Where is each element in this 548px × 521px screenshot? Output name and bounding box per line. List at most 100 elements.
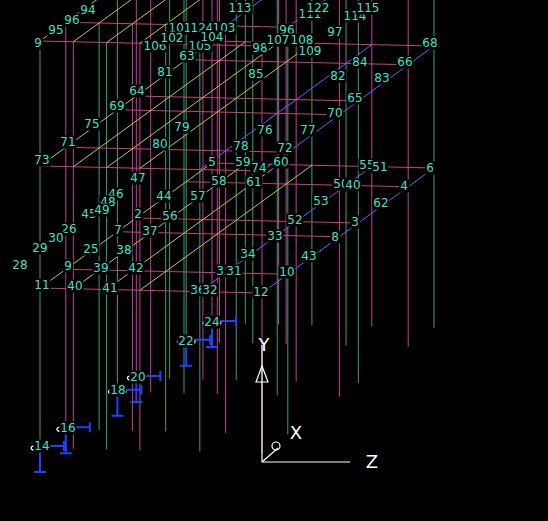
node-number: 62	[372, 197, 389, 210]
node-number: 14	[33, 440, 50, 453]
node-number: 11	[33, 279, 50, 292]
support-symbol	[203, 316, 236, 347]
node-number: 122	[306, 1, 331, 14]
node-number: 76	[256, 124, 273, 137]
column-line	[150, 0, 151, 393]
node-number: 31	[225, 265, 242, 278]
column-line	[408, 0, 409, 347]
columns	[40, 0, 434, 453]
beam-line	[140, 165, 312, 290]
node-number: 28	[11, 259, 28, 272]
node-number: 53	[312, 195, 329, 208]
node-number: 37	[141, 225, 158, 238]
column-line	[73, 42, 74, 449]
node-number: 104	[200, 31, 225, 44]
node-number: 79	[173, 121, 190, 134]
node-number: 81	[156, 66, 173, 79]
node-number: 30	[47, 232, 64, 245]
node-number: 75	[83, 118, 100, 131]
node-number: 61	[245, 176, 262, 189]
node-number: 64	[128, 85, 145, 98]
node-number: 59	[234, 156, 251, 169]
node-number: 77	[299, 124, 316, 137]
column-line	[277, 0, 278, 395]
node-number: 42	[127, 262, 144, 275]
node-number: 22	[177, 335, 194, 348]
node-number: 16	[59, 422, 76, 435]
node-number: 12	[252, 286, 269, 299]
node-number: 56	[161, 210, 178, 223]
node-number: 65	[346, 92, 363, 105]
beam-line	[40, 0, 212, 41]
node-number: 34	[239, 248, 256, 261]
node-number: 7	[113, 224, 123, 237]
beam-line	[262, 0, 434, 46]
node-number: 52	[286, 214, 303, 227]
column-line	[136, 0, 137, 378]
node-number: 115	[356, 2, 381, 15]
beam-line	[262, 168, 434, 293]
node-number: 2	[133, 208, 143, 221]
axis-triad	[256, 345, 350, 462]
beam-line	[107, 43, 279, 168]
node-number: 8	[330, 231, 340, 244]
floor-grids	[40, 0, 434, 293]
node-number: 70	[326, 107, 343, 120]
node-number: 68	[421, 37, 438, 50]
node-number: 44	[155, 190, 172, 203]
column-line	[286, 0, 287, 344]
node-number: 9	[33, 37, 43, 50]
column-line	[236, 0, 237, 380]
node-number: 6	[425, 162, 435, 175]
node-number: 18	[109, 384, 126, 397]
beam-line	[107, 165, 279, 290]
node-number: 20	[129, 371, 146, 384]
column-line	[106, 43, 107, 450]
node-number: 47	[129, 172, 146, 185]
node-number: 107	[266, 34, 291, 47]
node-number: 57	[189, 190, 206, 203]
beam-line	[73, 42, 245, 167]
column-line	[165, 25, 166, 432]
node-number: 25	[82, 243, 99, 256]
node-number: 3	[350, 216, 360, 229]
column-line	[217, 0, 218, 394]
axis-label: Z	[365, 452, 379, 471]
beam-line	[200, 45, 372, 170]
node-number: 69	[108, 100, 125, 113]
column-line	[339, 0, 340, 397]
node-number: 40	[66, 280, 83, 293]
support-symbol	[127, 371, 160, 402]
node-number: 102	[160, 32, 185, 45]
column-line	[99, 23, 100, 430]
node-number: 96	[63, 14, 80, 27]
node-number: 4	[399, 180, 409, 193]
node-number: 72	[276, 142, 293, 155]
node-number: 38	[115, 244, 132, 257]
column-line	[199, 45, 200, 452]
node-number: 43	[300, 250, 317, 263]
node-number: 32	[201, 284, 218, 297]
column-line	[225, 26, 226, 433]
axis-label: Y	[258, 335, 271, 354]
node-number: 41	[101, 282, 118, 295]
node-number: 82	[329, 70, 346, 83]
node-number: 78	[232, 140, 249, 153]
node-number: 94	[79, 4, 96, 17]
supports	[31, 316, 236, 472]
column-line	[219, 0, 220, 343]
node-number: 74	[250, 162, 267, 175]
node-number: 63	[178, 50, 195, 63]
node-number: 95	[47, 24, 64, 37]
node-number: 80	[151, 138, 168, 151]
column-line	[346, 0, 347, 345]
node-number: 40	[344, 179, 361, 192]
node-number: 83	[373, 72, 390, 85]
column-line	[287, 27, 288, 434]
axis-label: X	[289, 423, 303, 442]
node-number: 49	[93, 204, 110, 217]
node-number: 113	[228, 1, 253, 14]
beam-line	[140, 43, 312, 168]
